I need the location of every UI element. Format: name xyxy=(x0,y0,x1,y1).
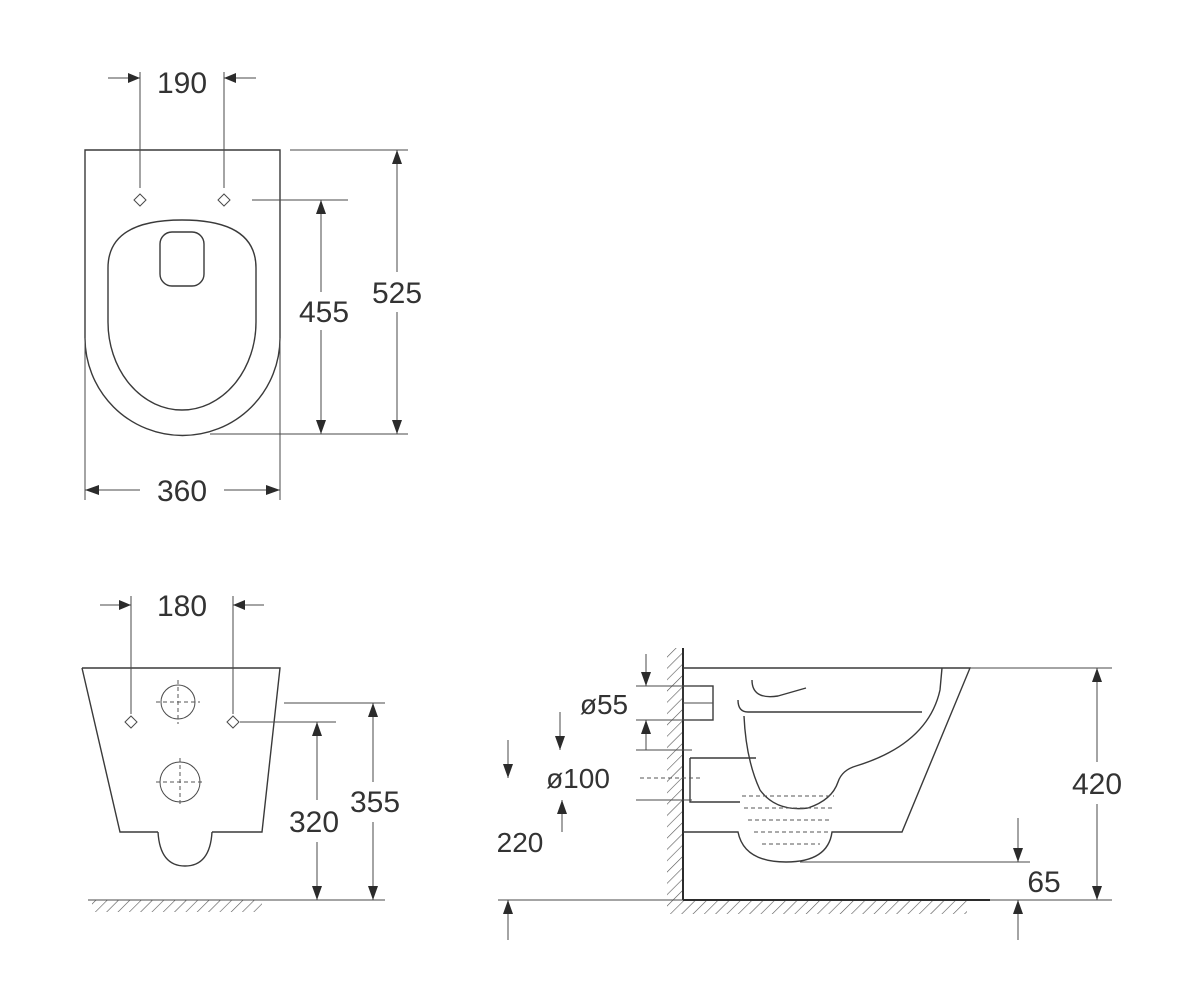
dim-420-label: 420 xyxy=(1072,768,1122,801)
dim-o100: ø100 xyxy=(503,712,610,794)
dim-420: 420 xyxy=(1072,668,1122,900)
dim-220-label: 220 xyxy=(497,827,544,858)
dim-65-label: 65 xyxy=(1027,866,1060,899)
dim-190: 190 xyxy=(108,67,256,100)
dim-220: 220 xyxy=(497,800,567,940)
top-view-rim-detail xyxy=(159,231,205,287)
side-view-water-trap xyxy=(742,795,834,845)
dim-360: 360 xyxy=(85,475,280,508)
dim-360-label: 360 xyxy=(157,475,207,508)
side-view-wall-hatch xyxy=(667,648,683,900)
dim-190-label: 190 xyxy=(157,67,207,100)
dim-455: 455 xyxy=(299,200,349,434)
dim-525-label: 525 xyxy=(372,277,422,310)
dim-355-label: 355 xyxy=(350,786,400,819)
dim-320-label: 320 xyxy=(289,806,339,839)
front-view-inlet-hole xyxy=(156,680,200,724)
side-view-floor-hatch xyxy=(667,900,967,914)
dim-o100-label: ø100 xyxy=(546,763,610,794)
side-view: ø55 ø100 220 420 xyxy=(497,648,1122,940)
dim-455-label: 455 xyxy=(299,296,349,329)
dim-320: 320 xyxy=(289,722,339,900)
dim-525: 525 xyxy=(372,150,422,434)
front-view-outlet-hole xyxy=(156,758,204,806)
top-view-outline xyxy=(84,149,281,437)
top-view-mounting-holes xyxy=(133,193,231,207)
front-view-mounting-holes xyxy=(124,715,240,729)
dim-355: 355 xyxy=(350,703,400,900)
front-view-outline xyxy=(81,667,281,833)
dim-o55-label: ø55 xyxy=(580,689,628,720)
front-view-outlet-bulge xyxy=(157,831,213,867)
side-view-inner-bowl xyxy=(743,667,943,810)
dim-180-label: 180 xyxy=(157,590,207,623)
front-view-floor-hatch xyxy=(92,900,262,912)
dim-180: 180 xyxy=(100,590,264,623)
front-view: 180 320 355 xyxy=(81,590,400,912)
top-view: 190 455 525 360 xyxy=(84,67,422,508)
side-view-bowl-outline xyxy=(683,667,972,863)
top-view-seat-opening xyxy=(107,219,257,411)
dim-o55: ø55 xyxy=(580,654,651,750)
dim-65: 65 xyxy=(1013,818,1061,940)
side-view-inlet-pipe xyxy=(682,685,714,721)
